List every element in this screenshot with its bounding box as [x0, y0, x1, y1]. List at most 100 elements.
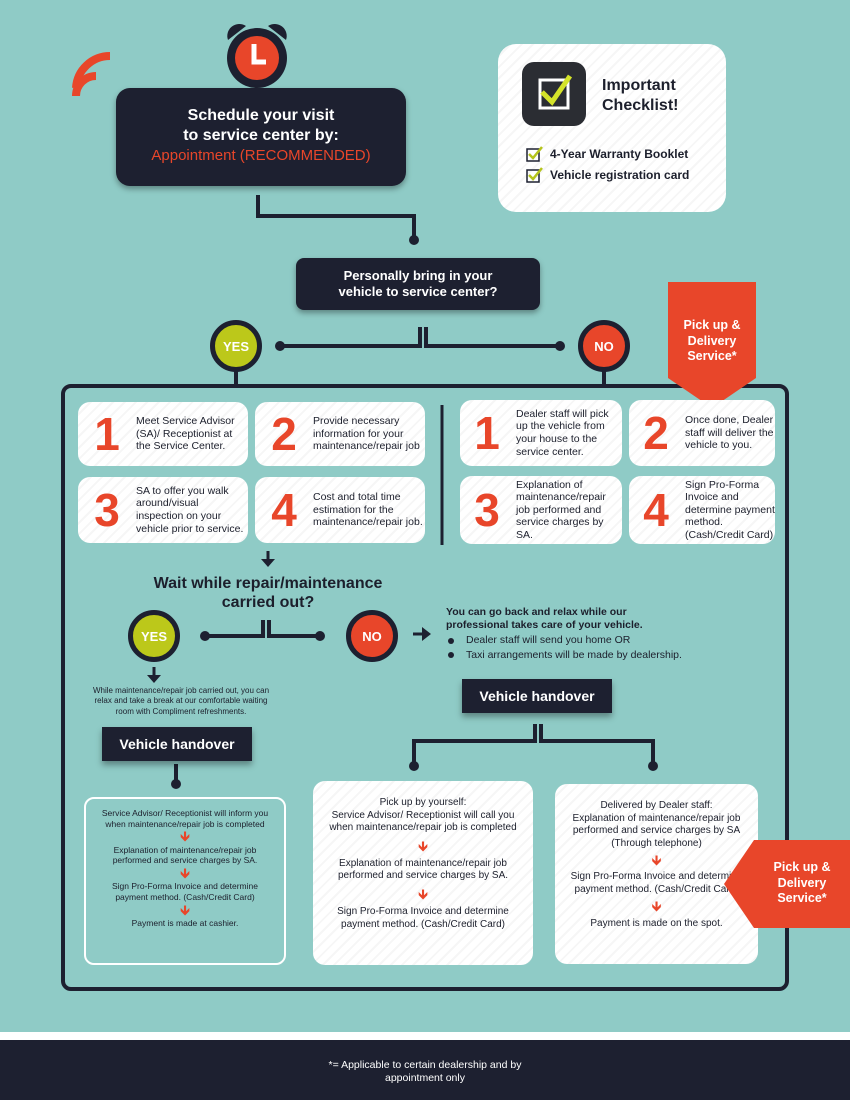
process-step: Sign Pro-Forma Invoice and determine pay…	[112, 881, 258, 902]
question1-line2: vehicle to service center?	[338, 284, 498, 300]
step-number: 4	[643, 484, 669, 536]
process-step: Explanation of maintenance/repair job pe…	[572, 812, 741, 849]
process-step-title: Delivered by Dealer staff:	[600, 800, 713, 811]
arrow-down-icon: 🡻	[651, 898, 662, 915]
no-wait-info: You can go back and relax while our prof…	[446, 606, 706, 663]
process-box-delivery: Delivered by Dealer staff: Explanation o…	[555, 784, 758, 964]
arrow-down-icon: 🡻	[179, 828, 191, 845]
step-text: Cost and total time estimation for the m…	[313, 491, 423, 529]
pickup-tab-line1: Pick up &	[683, 318, 741, 332]
pickup-tab-line1: Pick up &	[773, 860, 831, 874]
wait-description: While maintenance/repair job carried out…	[92, 686, 270, 716]
pickup-tab-line2: Delivery	[687, 333, 737, 348]
schedule-method: Appointment (RECOMMENDED)	[151, 147, 371, 164]
process-step: Service Advisor/ Receptionist will infor…	[101, 808, 269, 829]
schedule-title-line2: to service center by:	[183, 127, 339, 144]
checklist-item-label: Vehicle registration card	[550, 168, 690, 182]
no-circle: NO	[578, 320, 630, 372]
arrow-down-icon: 🡻	[179, 864, 191, 881]
process-step: Explanation of maintenance/repair job pe…	[337, 857, 509, 882]
step-text: SA to offer you walk around/visual inspe…	[136, 484, 244, 535]
step-text: Meet Service Advisor (SA)/ Receptionist …	[136, 415, 235, 453]
process-step: Service Advisor/ Receptionist will call …	[329, 809, 517, 834]
step-number: 1	[94, 408, 120, 460]
no-circle: NO	[346, 610, 398, 662]
step-number: 4	[271, 484, 297, 536]
step-card-left-1: 1 Meet Service Advisor (SA)/ Receptionis…	[78, 402, 248, 466]
yes-circle: YES	[210, 320, 262, 372]
bullet-text: Dealer staff will send you home OR	[466, 634, 631, 647]
step-number: 2	[643, 407, 669, 459]
list-item: Dealer staff will send you home OR	[446, 633, 706, 648]
process-step: Payment is made on the spot.	[590, 917, 723, 929]
checklist-card: Important Checklist! 4-Year Warranty Boo…	[498, 44, 726, 212]
pickup-tab-line2: Delivery	[777, 875, 827, 890]
arrow-down-icon: 🡻	[417, 837, 429, 854]
process-step: Sign Pro-Forma Invoice and determine pay…	[570, 871, 743, 895]
alarm-clock-icon	[227, 23, 287, 88]
yes-circle: YES	[128, 610, 180, 662]
step-text: Explanation of maintenance/repair job pe…	[516, 478, 606, 541]
arrow-right-icon	[413, 627, 431, 641]
question-wait: Wait while repair/maintenance carried ou…	[130, 574, 406, 612]
process-step: Sign Pro-Forma Invoice and determine pay…	[337, 906, 509, 930]
pickup-tab-line3: Service*	[777, 891, 827, 906]
question2-line2: carried out?	[221, 594, 315, 612]
step-card-left-4: 4 Cost and total time estimation for the…	[255, 477, 425, 543]
schedule-title-line1: Schedule your visit	[187, 107, 335, 124]
arrow-down-icon: 🡻	[179, 901, 191, 918]
footer-divider	[0, 1032, 850, 1040]
list-item: Taxi arrangements will be made by dealer…	[446, 648, 706, 663]
step-card-right-2: 2 Once done, Dealer staff will deliver t…	[629, 400, 775, 466]
process-step: Payment is made at cashier.	[131, 917, 239, 928]
footer-note-line1: *= Applicable to certain dealership and …	[328, 1059, 522, 1071]
footer-note-line2: appointment only	[385, 1071, 465, 1084]
step-text: Provide necessary information for your m…	[313, 415, 420, 453]
step-card-left-3: 3 SA to offer you walk around/visual ins…	[78, 477, 248, 543]
process-box-pickup: Pick up by yourself: Service Advisor/ Re…	[313, 781, 533, 965]
step-card-left-2: 2 Provide necessary information for your…	[255, 402, 425, 466]
checkbox-icon	[526, 146, 543, 162]
no-info-line2: professional takes care of your vehicle.	[446, 618, 643, 631]
question2-line1: Wait while repair/maintenance	[153, 575, 383, 592]
pickup-delivery-tab: Pick up & Delivery Service*	[668, 282, 756, 408]
footer: *= Applicable to certain dealership and …	[0, 1040, 850, 1100]
step-card-right-3: 3 Explanation of maintenance/repair job …	[460, 476, 622, 544]
step-text: Once done, Dealer staff will deliver the…	[685, 414, 774, 452]
checkbox-icon	[522, 62, 586, 126]
bullet-text: Taxi arrangements will be made by dealer…	[466, 648, 682, 661]
pickup-delivery-tab: Pick up & Delivery Service*	[724, 840, 850, 928]
checkbox-icon	[526, 167, 543, 183]
checklist-item: 4-Year Warranty Booklet	[526, 146, 689, 162]
signal-icon	[72, 51, 111, 97]
vehicle-handover-left: Vehicle handover	[102, 727, 252, 761]
bullet-icon	[448, 652, 454, 659]
arrow-down-icon: 🡻	[651, 852, 662, 868]
arrow-down-icon	[147, 667, 161, 683]
no-info-line1: You can go back and relax while our	[446, 606, 627, 618]
question-bring-vehicle: Personally bring in your vehicle to serv…	[296, 258, 540, 310]
step-number: 3	[474, 484, 500, 536]
checklist-item: Vehicle registration card	[526, 167, 689, 183]
bullet-icon	[448, 637, 454, 644]
step-card-right-1: 1 Dealer staff will pick up the vehicle …	[460, 400, 622, 466]
checklist-title-line1: Important	[602, 77, 676, 94]
arrow-down-icon	[261, 551, 275, 567]
question1-line1: Personally bring in your	[343, 268, 493, 283]
pickup-tab-line3: Service*	[687, 349, 737, 364]
step-number: 2	[271, 408, 297, 460]
step-number: 3	[94, 484, 120, 536]
step-card-right-4: 4 Sign Pro-Forma Invoice and determine p…	[629, 476, 775, 544]
step-text: Dealer staff will pick up the vehicle fr…	[516, 407, 609, 458]
process-step-title: Pick up by yourself:	[379, 797, 467, 808]
vehicle-handover-right: Vehicle handover	[462, 679, 612, 713]
arrow-down-icon: 🡻	[417, 885, 429, 902]
step-number: 1	[474, 407, 500, 459]
checklist-title-line2: Checklist!	[602, 97, 679, 114]
step-text: Sign Pro-Forma Invoice and determine pay…	[685, 478, 775, 541]
process-step: Explanation of maintenance/repair job pe…	[112, 844, 258, 866]
checklist-item-label: 4-Year Warranty Booklet	[550, 147, 689, 161]
schedule-box: Schedule your visit to service center by…	[116, 88, 406, 186]
process-box-wait: Service Advisor/ Receptionist will infor…	[84, 797, 286, 965]
